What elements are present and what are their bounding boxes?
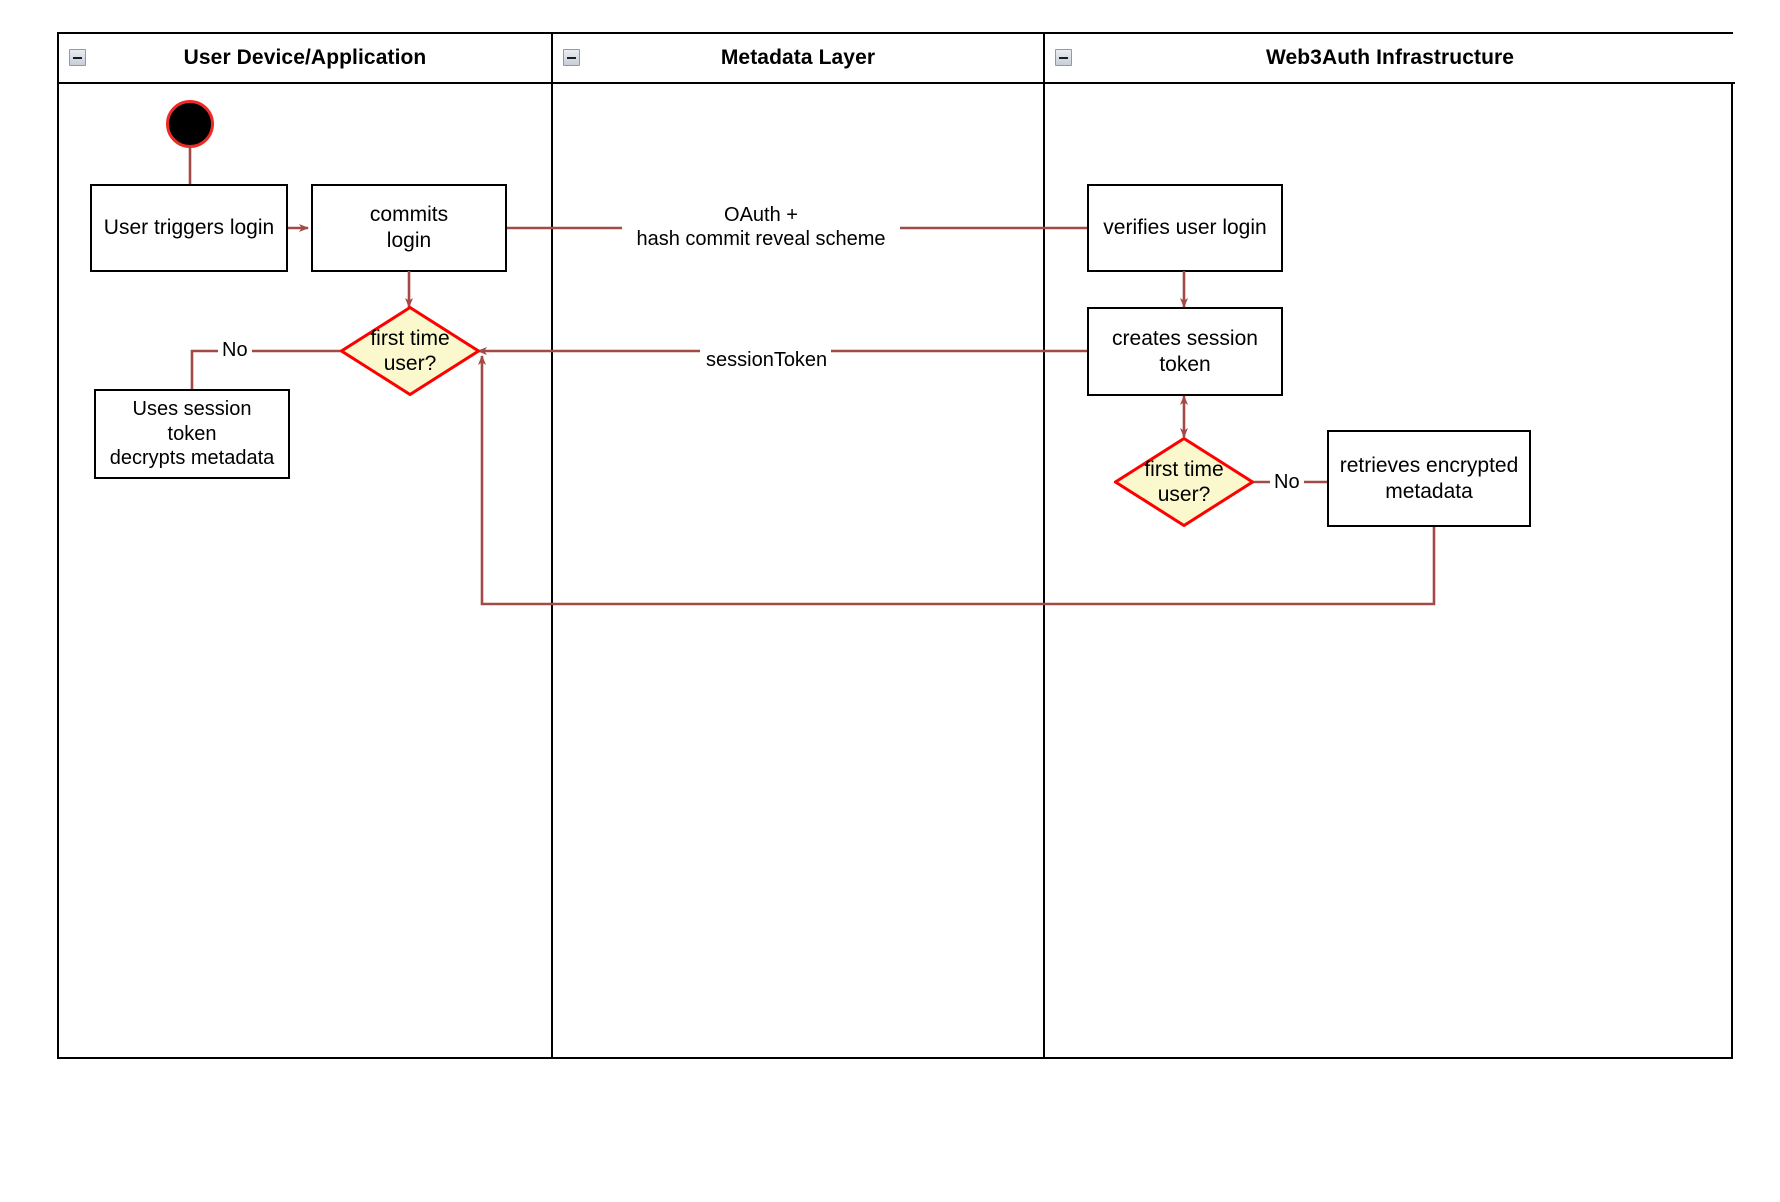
action-verifies-user-login[interactable]: verifies user login — [1087, 184, 1283, 272]
collapse-minus-icon[interactable] — [563, 49, 580, 66]
lane-header-web3auth-infrastructure: Web3Auth Infrastructure — [1045, 34, 1735, 84]
lane-title-web3auth-infrastructure: Web3Auth Infrastructure — [1265, 46, 1515, 69]
action-label: commits login — [369, 203, 449, 252]
decision-label: first time user? — [1144, 457, 1224, 506]
lane-metadata-layer[interactable]: Metadata Layer — [551, 34, 1043, 1057]
action-label: verifies user login — [1103, 216, 1267, 240]
action-retrieves-encrypted-metadata[interactable]: retrieves encrypted metadata — [1327, 430, 1531, 527]
collapse-minus-icon[interactable] — [69, 49, 86, 66]
decision-first-time-user-left[interactable]: first time user? — [340, 306, 480, 396]
decision-shape — [340, 306, 480, 396]
edge-label-oauth-hash-commit: OAuth + hash commit reveal scheme — [622, 203, 900, 251]
decision-first-time-user-right[interactable]: first time user? — [1114, 437, 1254, 527]
collapse-minus-icon[interactable] — [1055, 49, 1072, 66]
decision-label: first time user? — [370, 326, 450, 375]
initial-node[interactable] — [166, 100, 214, 148]
lane-user-device[interactable]: User Device/Application — [59, 34, 551, 1057]
swimlane-pool: User Device/Application Metadata Layer W… — [57, 32, 1735, 1059]
action-creates-session-token[interactable]: creates session token — [1087, 307, 1283, 396]
action-user-triggers-login[interactable]: User triggers login — [90, 184, 288, 272]
edge-label-no-left: No — [218, 338, 252, 362]
action-label: retrieves encrypted metadata — [1339, 453, 1519, 503]
action-label: User triggers login — [103, 216, 275, 240]
action-uses-session-token[interactable]: Uses session token decrypts metadata — [94, 389, 290, 479]
lane-title-metadata-layer: Metadata Layer — [720, 46, 876, 69]
edge-label-no-right: No — [1270, 470, 1304, 494]
action-label: Uses session token decrypts metadata — [109, 398, 275, 470]
lane-title-user-device: User Device/Application — [183, 46, 427, 69]
action-label: creates session token — [1112, 326, 1258, 376]
action-commits-login[interactable]: commits login — [311, 184, 507, 272]
lane-header-metadata-layer: Metadata Layer — [553, 34, 1043, 84]
edge-label-session-token: sessionToken — [702, 348, 832, 372]
lane-header-user-device: User Device/Application — [59, 34, 551, 84]
